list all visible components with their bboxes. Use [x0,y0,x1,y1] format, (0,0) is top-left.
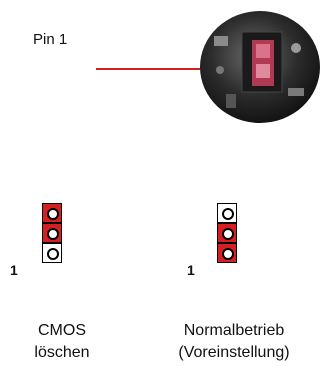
jumper-pin-top [217,203,237,223]
jumper-pin-bottom [217,243,237,263]
jumper-pin-middle [217,223,237,243]
jumper-pin-top [42,203,62,223]
motherboard-photo [200,11,320,123]
jumper-pin-bottom [42,243,62,263]
pin-number-right: 1 [187,262,195,278]
jumper-cmos-clear [42,203,64,263]
caption-cmos-clear: CMOS löschen [16,320,108,364]
caption-line-1: CMOS [38,322,86,339]
pin-number-left: 1 [10,262,18,278]
caption-line-2: löschen [34,344,90,361]
pin-1-label: Pin 1 [33,31,68,48]
jumper-pin-middle [42,223,62,243]
caption-line-1: Normalbetrieb [183,322,285,339]
caption-normal-operation: Normalbetrieb (Voreinstellung) [150,320,318,364]
jumper-normal-operation [217,203,239,263]
caption-line-2: (Voreinstellung) [178,344,290,361]
